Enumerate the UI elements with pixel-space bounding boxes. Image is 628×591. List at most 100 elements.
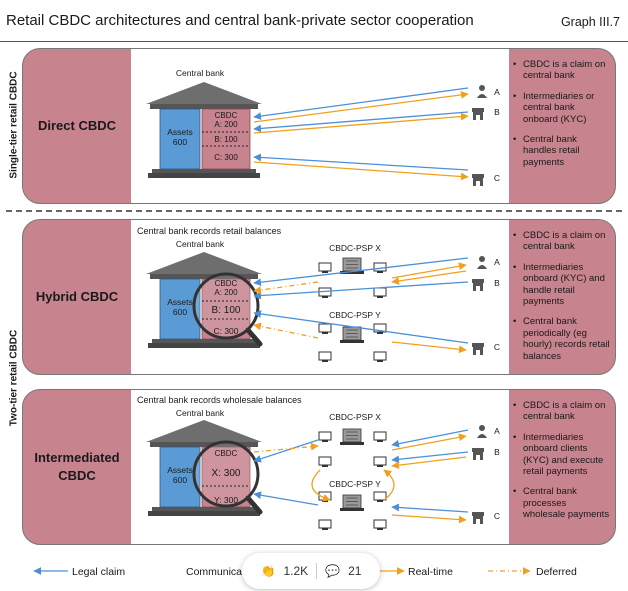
bullet: Central bank periodically (eg hourly) re… — [513, 316, 611, 362]
person-icon — [479, 256, 485, 262]
cbdc-column — [201, 108, 251, 170]
legend-realtime: Real-time — [408, 566, 453, 578]
legal-claim-arrow — [391, 503, 469, 513]
magnifier-handle — [245, 495, 263, 515]
computer-icon — [373, 519, 387, 529]
bank-step — [152, 507, 256, 511]
cbdc-cell-b: B: 100 — [214, 135, 238, 144]
legal-claim-arrow — [253, 439, 319, 463]
likes-count: 1.2K — [283, 564, 309, 578]
shop-icon — [476, 519, 480, 524]
legend-legal-claim: Legal claim — [72, 566, 125, 578]
server-icon — [340, 340, 364, 343]
computer-icon — [377, 500, 383, 502]
bullet: CBDC is a claim on central bank — [513, 230, 611, 253]
realtime-arrow — [391, 514, 467, 524]
magnifier-lens — [192, 272, 260, 340]
panel-intermediated-cbdc: Intermediated CBDC CBDC is a claim on ce… — [22, 389, 616, 545]
bank-roof — [146, 252, 262, 274]
computer-icon — [318, 519, 332, 529]
server-icon — [340, 442, 364, 445]
psp-x-label: CBDC-PSP X — [329, 243, 381, 253]
computer-icon — [318, 431, 332, 441]
social-bar[interactable]: 👏 1.2K 💬 21 — [242, 553, 380, 589]
person-icon — [479, 85, 485, 91]
endpoint-label-b: B — [494, 278, 500, 288]
bullet: Intermediaries onboard (KYC) and handle … — [513, 262, 611, 308]
magnifier-lens — [192, 440, 260, 508]
cbdc-cell-y: Y: 300 — [214, 495, 238, 505]
computer-icon — [373, 491, 387, 501]
bank-beam — [150, 442, 258, 447]
computer-icon — [322, 465, 328, 467]
computer-icon — [318, 456, 332, 466]
central-bank-label: Central bank — [176, 68, 225, 78]
shop-icon — [472, 343, 484, 347]
legal-claim-arrow — [253, 87, 469, 120]
endpoint-label-a: A — [494, 257, 500, 267]
realtime-arc — [311, 469, 331, 502]
psp-y-label: CBDC-PSP Y — [329, 310, 381, 320]
cbdc-cell-c: C: 300 — [214, 153, 238, 162]
psp-y-label: CBDC-PSP Y — [329, 479, 381, 489]
computer-icon — [322, 271, 328, 273]
clap-icon[interactable]: 👏 — [260, 564, 276, 578]
bank-step — [152, 339, 256, 343]
legal-claim-arrow — [253, 257, 469, 287]
shop-icon — [476, 286, 480, 291]
panel-name: Intermediated CBDC — [34, 450, 120, 483]
shop-icon — [472, 108, 484, 112]
shop-icon — [476, 350, 480, 355]
endpoint-label-a: A — [494, 87, 500, 97]
realtime-arrow — [253, 112, 469, 134]
bullet: Central bank handles retail payments — [513, 134, 611, 168]
computer-icon — [322, 360, 328, 362]
computer-icon — [322, 500, 328, 502]
deferred-arrow — [253, 322, 319, 339]
realtime-arc — [383, 469, 395, 501]
legal-claim-arrow — [253, 111, 469, 133]
graph-id: Graph III.7 — [560, 15, 620, 29]
computer-icon — [373, 287, 387, 297]
endpoint-label-a: A — [494, 426, 500, 436]
bank-roof — [146, 82, 262, 104]
panel-bullets: CBDC is a claim on central bank Intermed… — [513, 59, 611, 177]
computer-icon — [377, 465, 383, 467]
computer-icon — [318, 323, 332, 333]
computer-icon — [318, 351, 332, 361]
realtime-arrow — [391, 433, 467, 451]
shop-icon — [472, 279, 484, 283]
server-icon — [340, 271, 364, 274]
computer-icon — [322, 440, 328, 442]
person-icon — [477, 94, 487, 98]
shop-icon — [472, 512, 484, 516]
realtime-arrow — [391, 341, 467, 354]
comment-icon[interactable]: 💬 — [325, 564, 341, 578]
magnifier-handle — [245, 327, 263, 347]
legal-claim-arrow — [253, 153, 469, 171]
shop-icon — [476, 455, 480, 460]
legal-claim-arrow — [391, 429, 469, 448]
bank-base — [148, 173, 260, 178]
bullet: CBDC is a claim on central bank — [513, 400, 611, 423]
endpoint-label-b: B — [494, 107, 500, 117]
realtime-arrow — [391, 270, 467, 285]
computer-icon — [373, 431, 387, 441]
computer-icon — [373, 351, 387, 361]
cbdc-cell-header: CBDC — [215, 449, 238, 458]
cbdc-column — [201, 278, 251, 340]
computer-icon — [373, 262, 387, 272]
endpoint-label-c: C — [494, 342, 500, 352]
bank-base — [148, 511, 260, 516]
legal-claim-arrow — [253, 491, 319, 506]
title-rule — [0, 41, 628, 42]
divider — [316, 563, 318, 579]
bullet: CBDC is a claim on central bank — [513, 59, 611, 82]
panel-header: Central bank records wholesale balances — [137, 395, 302, 405]
psp-x-label: CBDC-PSP X — [329, 412, 381, 422]
